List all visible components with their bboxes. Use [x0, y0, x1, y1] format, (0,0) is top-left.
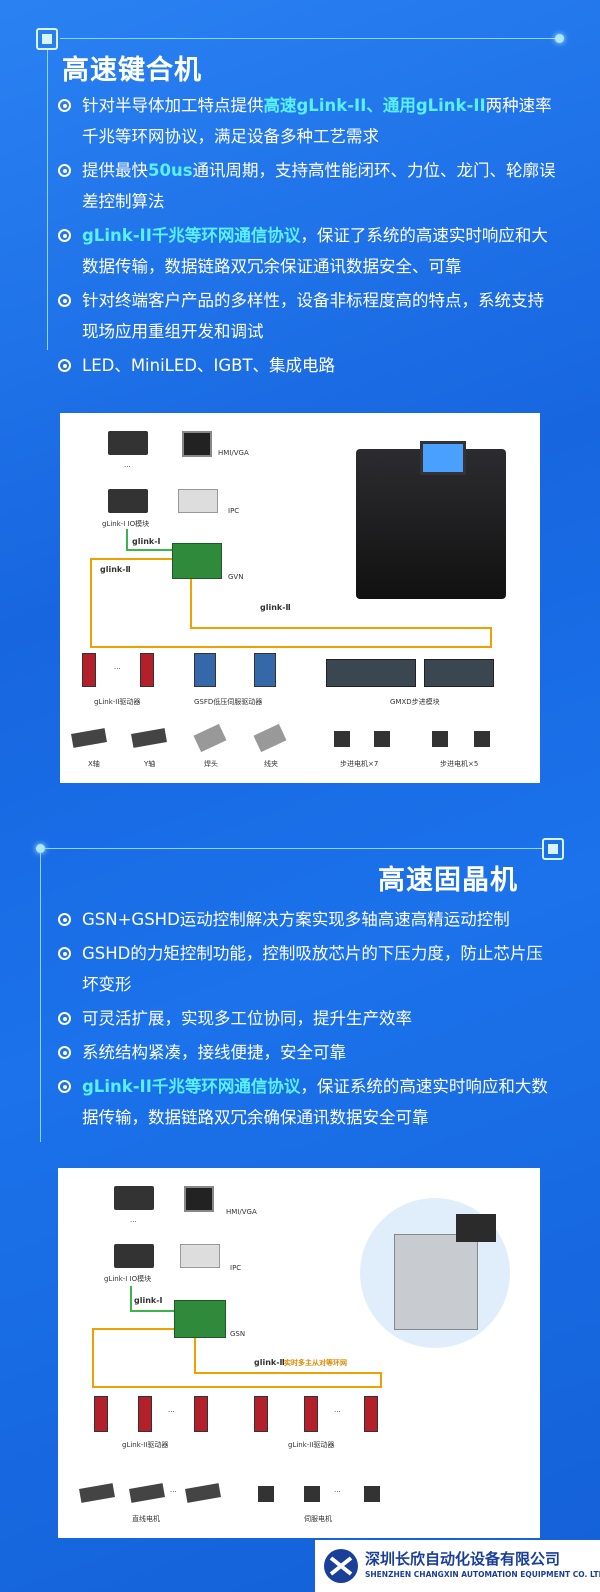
- bullet-icon: [58, 1046, 71, 1059]
- io-module-image: [108, 431, 148, 455]
- bullet-icon: [58, 294, 71, 307]
- machine-body-image: [394, 1234, 478, 1330]
- ring-line: [92, 1328, 94, 1388]
- ipc-image: [180, 1244, 220, 1268]
- ring-line: [380, 1372, 382, 1388]
- ring-line: [92, 1328, 174, 1330]
- hmi-monitor-image: [182, 431, 212, 457]
- linear-motor-image: [79, 1483, 115, 1503]
- link-line: [126, 549, 176, 551]
- feature-list: 针对半导体加工特点提供高速gLink-II、通用gLink-II两种速率千兆等环…: [58, 90, 558, 384]
- company-name-en: SHENZHEN CHANGXIN AUTOMATION EQUIPMENT C…: [365, 1570, 600, 1579]
- company-logo-icon: [324, 1549, 358, 1583]
- divider-line: [44, 848, 544, 849]
- stepper-motor-image: [432, 731, 448, 747]
- machine-screen-image: [456, 1214, 496, 1242]
- stepper-motor-image: [334, 731, 350, 747]
- servo-motor-image: [364, 1486, 380, 1502]
- ipc-image: [178, 489, 218, 513]
- link-line: [130, 1286, 132, 1312]
- system-diagram: ··· gLink-I IO模块 HMI/VGA IPC glink-Ⅰ GVN…: [60, 413, 540, 783]
- list-item: GSHD的力矩控制功能，控制吸放芯片的下压力度，防止芯片压坏变形: [58, 938, 558, 1000]
- stepper-motor-image: [474, 731, 490, 747]
- list-item: 系统结构紧凑，接线便捷，安全可靠: [58, 1037, 558, 1068]
- linear-axis-image: [71, 728, 107, 748]
- divider-line: [60, 38, 560, 39]
- section-die-bonder: 高速固晶机 GSN+GSHD运动控制解决方案实现多轴高速高精运动控制 GSHD的…: [0, 830, 600, 1570]
- ring-line: [490, 627, 492, 648]
- io-module-image: [114, 1244, 154, 1268]
- list-item: 可灵活扩展，实现多工位协同，提升生产效率: [58, 1003, 558, 1034]
- section-bonding-machine: 高速键合机 针对半导体加工特点提供高速gLink-II、通用gLink-II两种…: [36, 28, 564, 783]
- list-item: GSN+GSHD运动控制解决方案实现多轴高速高精运动控制: [58, 904, 558, 935]
- bullet-icon: [58, 1012, 71, 1025]
- bullet-icon: [58, 99, 71, 112]
- list-item: gLink-II千兆等环网通信协议，保证系统的高速实时响应和大数据传输，数据链路…: [58, 1071, 558, 1133]
- servo-motor-image: [304, 1486, 320, 1502]
- driver-image: [364, 1396, 378, 1432]
- company-footer: 深圳长欣自动化设备有限公司 SHENZHEN CHANGXIN AUTOMATI…: [315, 1540, 600, 1592]
- linear-axis-image: [131, 728, 167, 748]
- ring-line: [90, 646, 490, 648]
- link-line: [126, 529, 128, 549]
- company-name-cn: 深圳长欣自动化设备有限公司: [365, 1550, 561, 1568]
- ring-line: [194, 1338, 196, 1374]
- bullet-icon: [58, 229, 71, 242]
- list-item: LED、MiniLED、IGBT、集成电路: [58, 350, 558, 381]
- link-line: [130, 1310, 174, 1312]
- list-item: 提供最快50us通讯周期，支持高性能闭环、力位、龙门、轮廓误差控制算法: [58, 155, 558, 217]
- driver-image: [194, 1396, 208, 1432]
- driver-image: [140, 653, 154, 687]
- ring-line: [90, 558, 172, 560]
- divider-line: [40, 852, 41, 1142]
- system-diagram: ··· gLink-I IO模块 HMI/VGA IPC glink-Ⅰ GSN…: [58, 1168, 540, 1538]
- io-module-image: [108, 489, 148, 513]
- weld-head-image: [193, 723, 227, 753]
- wire-clamp-image: [253, 723, 287, 753]
- servo-motor-image: [258, 1486, 274, 1502]
- line-dot: [555, 34, 564, 43]
- ring-line: [194, 1372, 382, 1374]
- line-dot: [36, 844, 45, 853]
- section-title: 高速键合机: [62, 55, 202, 86]
- driver-image: [304, 1396, 318, 1432]
- chip-icon: [36, 28, 58, 50]
- hmi-monitor-image: [184, 1186, 214, 1212]
- driver-image: [254, 1396, 268, 1432]
- servo-driver-image: [254, 653, 276, 687]
- gvn-card-image: [172, 543, 222, 579]
- list-item: 针对终端客户产品的多样性，设备非标程度高的特点，系统支持现场应用重组开发和调试: [58, 285, 558, 347]
- gsn-card-image: [174, 1300, 226, 1338]
- machine-screen-image: [420, 441, 466, 475]
- servo-driver-image: [194, 653, 216, 687]
- linear-motor-image: [129, 1483, 165, 1503]
- bullet-icon: [58, 359, 71, 372]
- feature-list: GSN+GSHD运动控制解决方案实现多轴高速高精运动控制 GSHD的力矩控制功能…: [58, 904, 558, 1136]
- divider-line: [47, 50, 48, 350]
- list-item: gLink-II千兆等环网通信协议，保证了系统的高速实时响应和大数据传输，数据链…: [58, 220, 558, 282]
- section-title: 高速固晶机: [378, 865, 518, 896]
- driver-image: [138, 1396, 152, 1432]
- stepper-module-image: [326, 659, 416, 687]
- io-module-image: [114, 1186, 154, 1210]
- bullet-icon: [58, 1080, 71, 1093]
- bullet-icon: [58, 164, 71, 177]
- ring-line: [92, 1386, 382, 1388]
- ring-line: [190, 627, 490, 629]
- stepper-module-image: [424, 659, 494, 687]
- driver-image: [82, 653, 96, 687]
- bullet-icon: [58, 913, 71, 926]
- ring-line: [90, 558, 92, 648]
- list-item: 针对半导体加工特点提供高速gLink-II、通用gLink-II两种速率千兆等环…: [58, 90, 558, 152]
- driver-image: [94, 1396, 108, 1432]
- ring-line: [190, 579, 192, 629]
- bullet-icon: [58, 947, 71, 960]
- stepper-motor-image: [374, 731, 390, 747]
- linear-motor-image: [185, 1483, 221, 1503]
- chip-icon: [542, 838, 564, 860]
